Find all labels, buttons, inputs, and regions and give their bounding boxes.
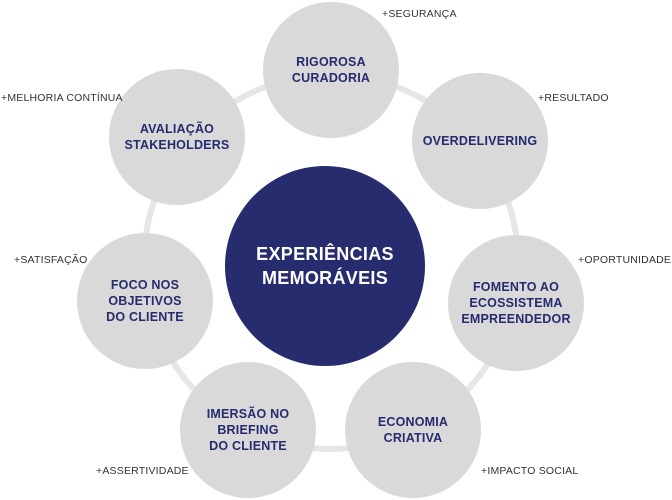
node-fomento-ecossistema: FOMENTO AO ECOSSISTEMA EMPREENDEDOR: [448, 235, 584, 371]
node-label: ECONOMIA CRIATIVA: [377, 415, 449, 445]
benefit-assertividade: +ASSERTIVIDADE: [96, 465, 189, 477]
node-label: RIGOROSA CURADORIA: [291, 55, 371, 85]
node-label: OVERDELIVERING: [422, 134, 538, 148]
node-avaliacao-stakeholders: AVALIAÇÃO STAKEHOLDERS: [109, 69, 245, 205]
node-rigorosa-curadoria: RIGOROSA CURADORIA: [263, 2, 399, 138]
benefit-impacto-social: +IMPACTO SOCIAL: [481, 465, 579, 477]
node-imersao-briefing: IMERSÃO NO BRIEFING DO CLIENTE: [180, 362, 316, 498]
benefit-oportunidades: +OPORTUNIDADES: [578, 254, 672, 266]
center-label: EXPERIÊNCIAS MEMORÁVEIS: [256, 244, 394, 288]
node-label: AVALIAÇÃO STAKEHOLDERS: [124, 122, 230, 152]
node-economia-criativa: ECONOMIA CRIATIVA: [345, 362, 481, 498]
benefit-resultado: +RESULTADO: [538, 92, 609, 104]
node-foco-objetivos: FOCO NOS OBJETIVOS DO CLIENTE: [77, 233, 213, 369]
node-label: FOCO NOS OBJETIVOS DO CLIENTE: [106, 278, 184, 324]
benefit-melhoria-continua: +MELHORIA CONTÍNUA: [1, 92, 123, 104]
benefit-seguranca: +SEGURANÇA: [382, 8, 457, 20]
node-label: IMERSÃO NO BRIEFING DO CLIENTE: [206, 407, 290, 453]
node-label: FOMENTO AO ECOSSISTEMA EMPREENDEDOR: [461, 280, 571, 326]
center-circle: EXPERIÊNCIAS MEMORÁVEIS: [225, 166, 425, 366]
node-overdelivering: OVERDELIVERING: [412, 73, 548, 209]
benefit-satisfacao: +SATISFAÇÃO: [14, 254, 88, 266]
